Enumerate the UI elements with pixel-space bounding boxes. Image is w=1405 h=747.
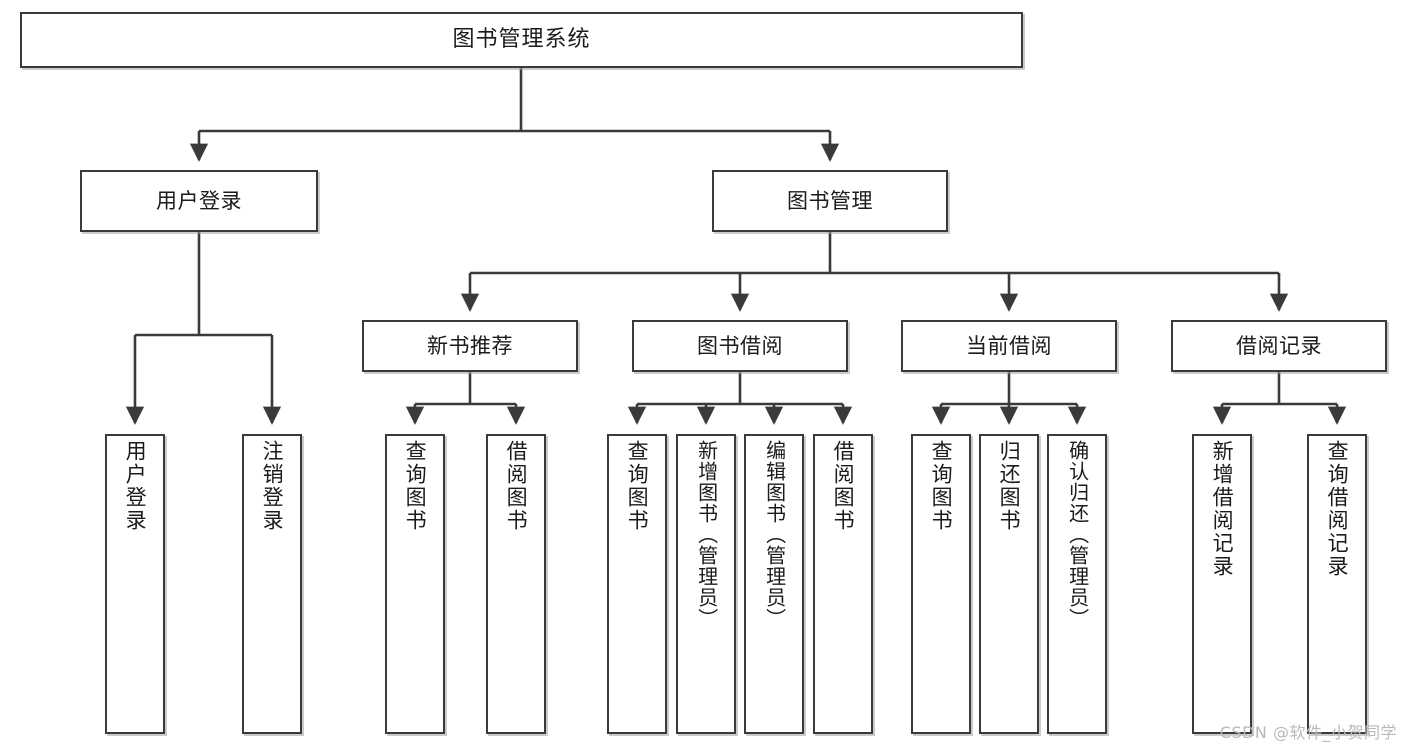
node-leaf-edit-book[interactable]: 编辑图书（管理员）: [744, 434, 804, 734]
node-book-manage[interactable]: 图书管理: [712, 170, 948, 232]
node-leaf-borrow-book-a[interactable]: 借阅图书: [486, 434, 546, 734]
node-leaf-confirm-return-label: 确认归还（管理员）: [1065, 440, 1090, 629]
node-leaf-borrow-book-b-label: 借阅图书: [831, 440, 856, 532]
csdn-watermark: CSDN @软件_小贺同学: [1219, 723, 1397, 742]
node-book-manage-label: 图书管理: [787, 188, 873, 213]
node-leaf-query-book-b-label: 查询图书: [625, 440, 650, 532]
node-leaf-return-book[interactable]: 归还图书: [979, 434, 1039, 734]
node-leaf-query-book-c-label: 查询图书: [929, 440, 954, 532]
node-leaf-logout-label: 注销登录: [260, 440, 285, 532]
node-leaf-logout[interactable]: 注销登录: [242, 434, 302, 734]
node-leaf-query-record-label: 查询借阅记录: [1325, 440, 1350, 578]
node-leaf-add-record-label: 新增借阅记录: [1210, 440, 1235, 578]
node-leaf-confirm-return[interactable]: 确认归还（管理员）: [1047, 434, 1107, 734]
node-borrow-record[interactable]: 借阅记录: [1171, 320, 1387, 372]
node-leaf-query-record[interactable]: 查询借阅记录: [1307, 434, 1367, 734]
node-current-borrow[interactable]: 当前借阅: [901, 320, 1117, 372]
node-book-borrow-label: 图书借阅: [697, 333, 783, 358]
node-new-book-rec-label: 新书推荐: [427, 333, 513, 358]
node-leaf-user-login-label: 用户登录: [123, 440, 148, 532]
node-leaf-query-book-b[interactable]: 查询图书: [607, 434, 667, 734]
node-leaf-add-book-label: 新增图书（管理员）: [694, 440, 719, 629]
node-user-login[interactable]: 用户登录: [80, 170, 318, 232]
node-leaf-borrow-book-a-label: 借阅图书: [504, 440, 529, 532]
node-leaf-query-book-c[interactable]: 查询图书: [911, 434, 971, 734]
node-leaf-query-book-a[interactable]: 查询图书: [385, 434, 445, 734]
node-leaf-user-login[interactable]: 用户登录: [105, 434, 165, 734]
node-current-borrow-label: 当前借阅: [966, 333, 1052, 358]
node-leaf-edit-book-label: 编辑图书（管理员）: [762, 440, 787, 629]
node-borrow-record-label: 借阅记录: [1236, 333, 1322, 358]
node-leaf-query-book-a-label: 查询图书: [403, 440, 428, 532]
node-new-book-rec[interactable]: 新书推荐: [362, 320, 578, 372]
node-root[interactable]: 图书管理系统: [20, 12, 1023, 68]
node-leaf-add-book[interactable]: 新增图书（管理员）: [676, 434, 736, 734]
node-book-borrow[interactable]: 图书借阅: [632, 320, 848, 372]
node-root-label: 图书管理系统: [452, 27, 591, 53]
node-leaf-borrow-book-b[interactable]: 借阅图书: [813, 434, 873, 734]
node-leaf-add-record[interactable]: 新增借阅记录: [1192, 434, 1252, 734]
node-user-login-label: 用户登录: [156, 188, 242, 213]
node-leaf-return-book-label: 归还图书: [997, 440, 1022, 532]
